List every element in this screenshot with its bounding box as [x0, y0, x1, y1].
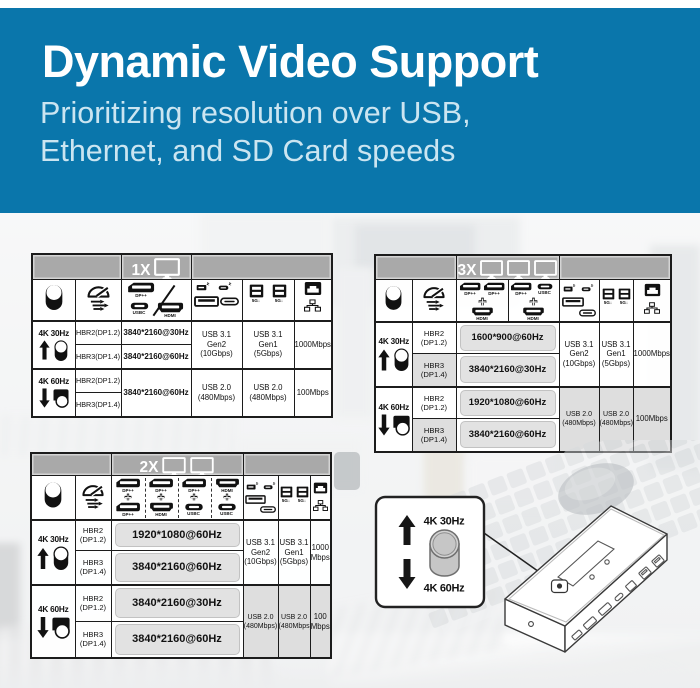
svg-text:4K 30Hz: 4K 30Hz	[424, 516, 465, 528]
svg-text:4K 60Hz: 4K 60Hz	[424, 583, 465, 595]
